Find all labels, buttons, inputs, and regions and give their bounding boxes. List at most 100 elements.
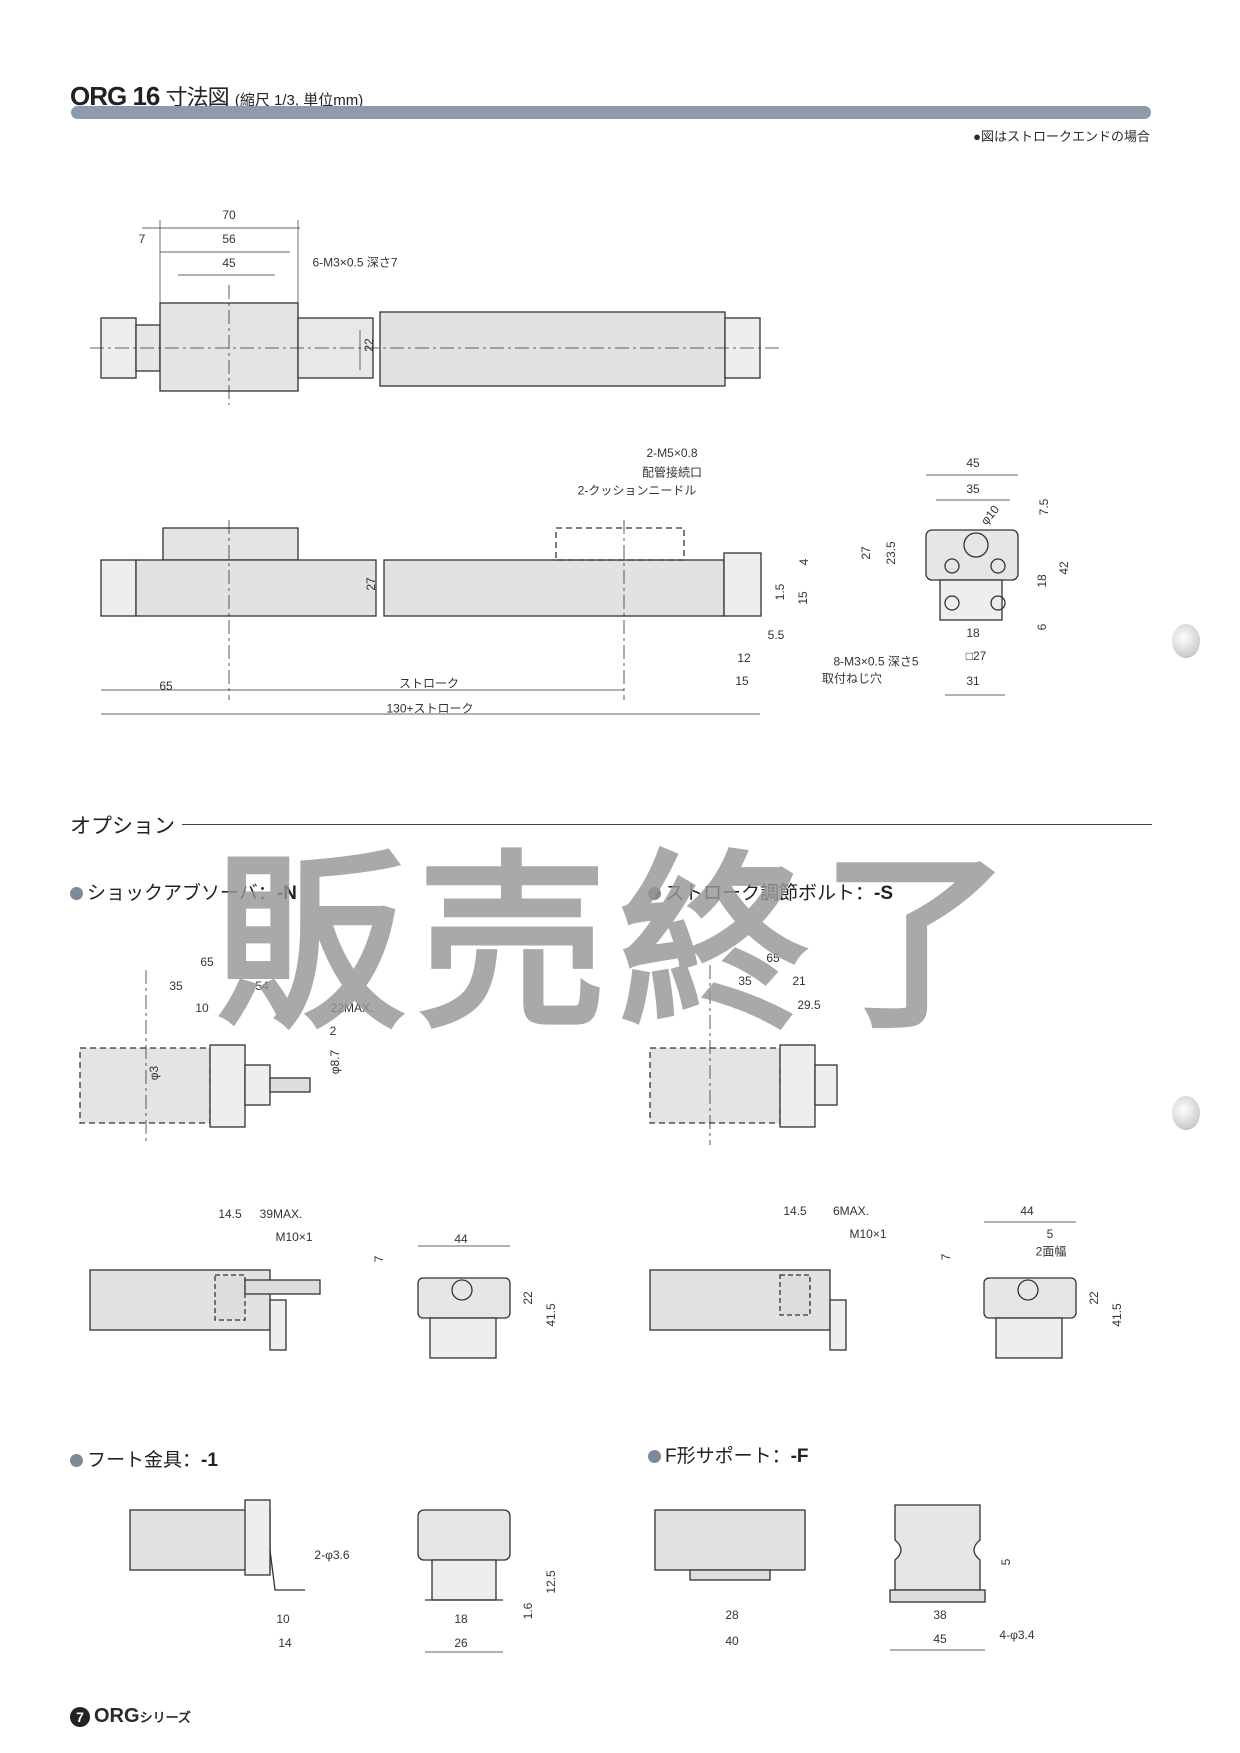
callout-label: 2-クッションニードル (577, 483, 697, 498)
foot-bracket-drawing (129, 1499, 511, 1653)
end-view-drawing (925, 474, 1019, 696)
dim-label: 6MAX. (832, 1204, 870, 1218)
dim-label: 27 (859, 546, 873, 560)
dim-label: 39MAX. (259, 1207, 303, 1221)
dim-label: 45 (933, 1632, 947, 1646)
page-number: 7 (70, 1706, 90, 1727)
dim-label: 22 (362, 338, 376, 352)
option-code: -1 (201, 1450, 218, 1471)
dim-label: 7 (372, 1255, 386, 1263)
stroke-bolt-heading: ストローク調節ボルト：-S (648, 878, 893, 905)
shock-absorber-end-drawing (417, 1245, 511, 1359)
dim-label: 65 (200, 955, 214, 969)
dim-label: 35 (966, 482, 980, 496)
dim-label: 45 (222, 256, 236, 270)
options-heading: オプション (70, 815, 175, 838)
dim-label: 2-φ3.6 (314, 1548, 350, 1562)
bullet-icon (648, 1450, 661, 1464)
stroke-bolt-end-drawing (983, 1221, 1077, 1359)
dim-label: 22 (1087, 1291, 1101, 1305)
dim-label: 2面幅 (1035, 1244, 1067, 1259)
callout-label: 6-M3×0.5 深さ7 (312, 255, 398, 270)
dim-label: 22MAX. (330, 1001, 374, 1015)
callout-label: 取付ねじ穴 (821, 671, 883, 686)
stroke-end-note: ●図はストロークエンドの場合 (973, 129, 1150, 144)
dim-label: 45 (966, 456, 980, 470)
binder-hole (1172, 624, 1200, 658)
bullet-icon (70, 1454, 83, 1468)
title-bar-divider (71, 106, 1151, 119)
dim-label: 40 (725, 1634, 739, 1648)
footer-brand: ORG (94, 1705, 140, 1727)
dim-label: 29.5 (797, 998, 821, 1012)
dim-label: 65 (766, 951, 780, 965)
dim-label: 54 (255, 979, 269, 993)
dim-label: 1.6 (521, 1602, 535, 1620)
dim-label: 7 (939, 1253, 953, 1261)
shock-absorber-side-drawing (89, 1269, 321, 1351)
dim-label: M10×1 (849, 1227, 887, 1241)
bullet-icon (648, 887, 661, 901)
dim-label: 14 (278, 1636, 292, 1650)
title-subtitle: (縮尺 1/3, 単位mm) (234, 92, 364, 109)
dim-label: 14.5 (218, 1207, 242, 1221)
dim-label: 12 (737, 651, 751, 665)
dim-label: 10 (195, 1001, 209, 1015)
f-support-drawing (654, 1504, 986, 1651)
dim-label: 28 (725, 1608, 739, 1622)
shock-absorber-heading: ショックアブソーバ：-N (70, 878, 297, 905)
options-divider (182, 824, 1152, 825)
top-view-drawing (90, 220, 780, 405)
side-view-drawing (100, 520, 762, 715)
dim-label: 15 (735, 674, 749, 688)
title-text: 寸法図 (165, 85, 230, 110)
dim-label: 22 (521, 1291, 535, 1305)
dim-label: φ3 (147, 1065, 161, 1081)
dim-label: 18 (1035, 574, 1049, 588)
dim-label: 14.5 (783, 1204, 807, 1218)
dim-label: 41.5 (544, 1303, 558, 1327)
option-code: -N (276, 883, 297, 904)
option-label: フート金具： (87, 1450, 202, 1471)
dim-label: 5 (999, 1558, 1013, 1566)
footer-series: シリーズ (139, 1710, 191, 1725)
option-code: -S (874, 883, 894, 904)
callout-label: 2-M5×0.8 (646, 446, 698, 460)
dim-label: 38 (933, 1608, 947, 1622)
dim-label: 5 (1046, 1227, 1054, 1241)
dim-label: 18 (454, 1612, 468, 1626)
stroke-bolt-side-drawing (649, 1269, 847, 1351)
stroke-bolt-top-drawing (649, 965, 838, 1145)
dim-label: 130+ストローク (386, 701, 474, 716)
dim-label: 1.5 (773, 583, 787, 601)
dim-label: 70 (222, 208, 236, 222)
dim-label: 18 (966, 626, 980, 640)
dim-label: 44 (1020, 1204, 1034, 1218)
dim-label: 2 (329, 1024, 337, 1038)
dim-label: 27 (364, 577, 378, 591)
dim-label: 5.5 (767, 628, 785, 642)
option-label: ストローク調節ボルト： (665, 883, 875, 904)
dim-label: □27 (965, 649, 987, 663)
dim-label: 23.5 (884, 541, 898, 565)
dim-label: 41.5 (1110, 1303, 1124, 1327)
dim-label: ストローク (398, 676, 460, 691)
dim-label: 21 (792, 974, 806, 988)
dim-label: 26 (454, 1636, 468, 1650)
dim-label: 56 (222, 232, 236, 246)
dim-label: 7 (138, 232, 146, 246)
dim-label: M10×1 (275, 1230, 313, 1244)
option-label: ショックアブソーバ： (87, 883, 277, 904)
dim-label: 35 (738, 974, 752, 988)
discontinued-watermark: 販売終了 (215, 834, 1024, 1055)
dim-label: 15 (796, 591, 810, 605)
option-label: F形サポート： (665, 1446, 791, 1467)
dim-label: 10 (276, 1612, 290, 1626)
binder-hole (1172, 1096, 1200, 1130)
dim-label: 6 (1035, 623, 1049, 631)
bullet-icon (70, 887, 83, 901)
dim-label: 12.5 (544, 1570, 558, 1594)
dim-label: 4-φ3.4 (999, 1628, 1035, 1642)
